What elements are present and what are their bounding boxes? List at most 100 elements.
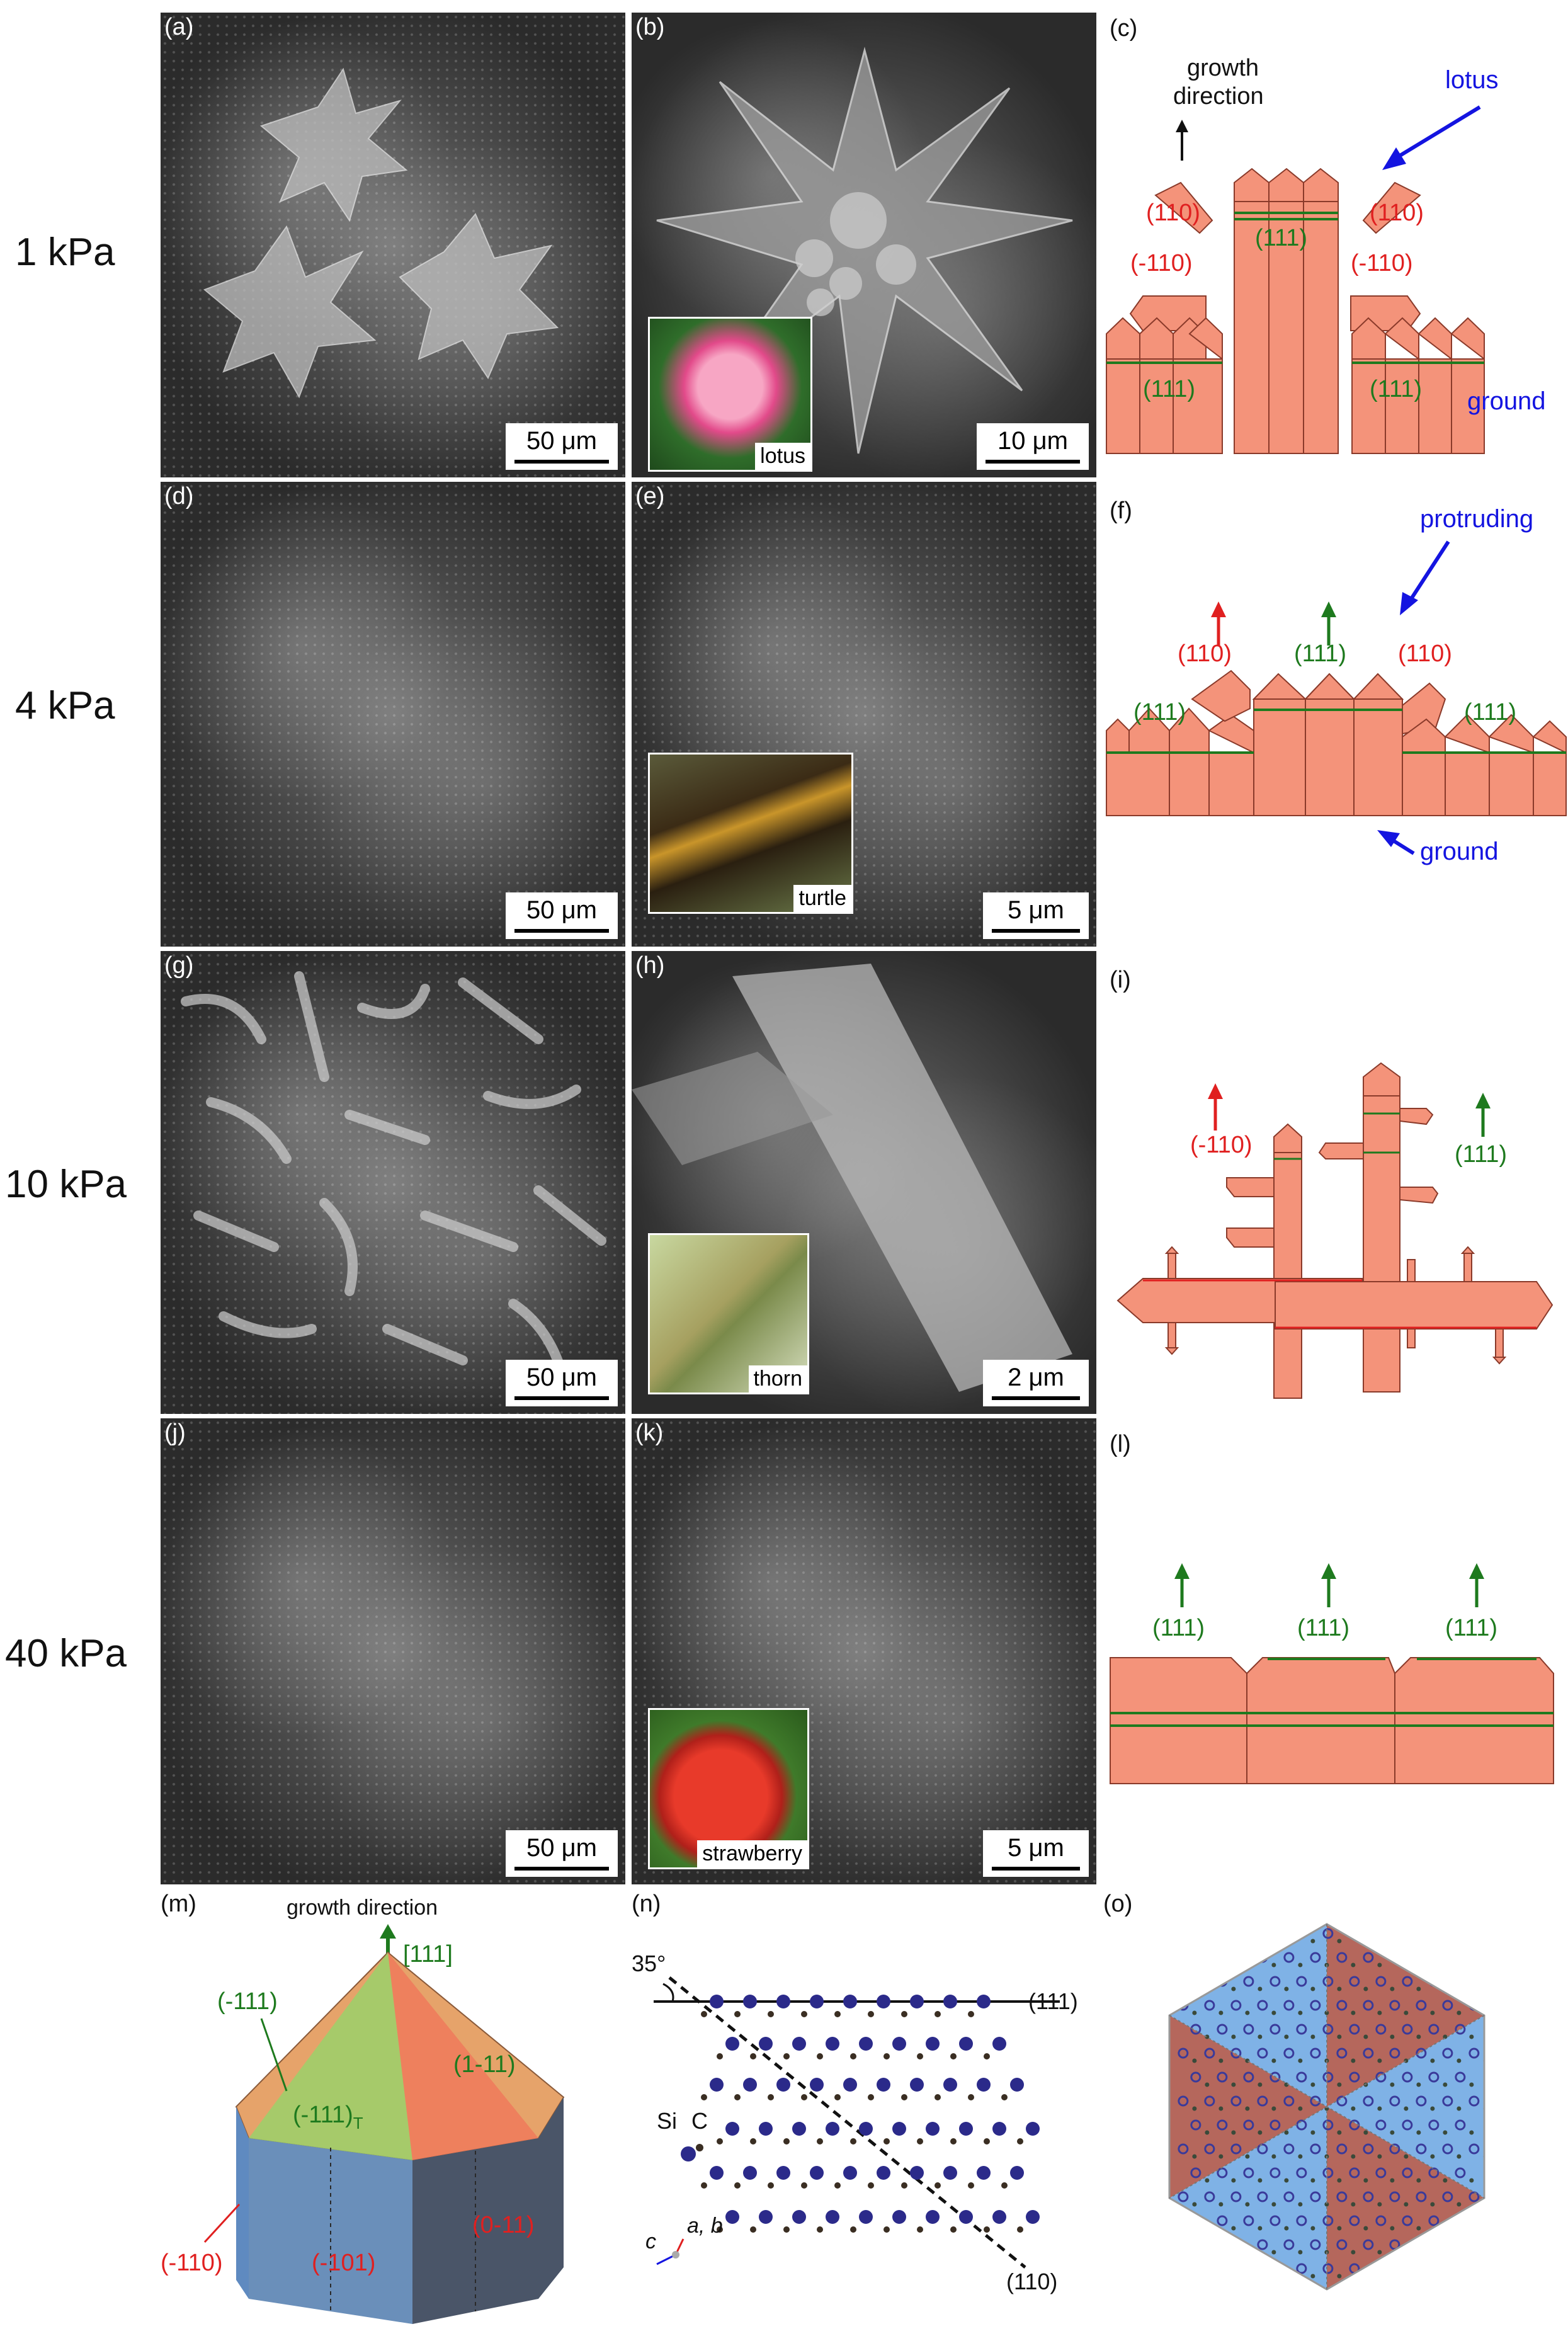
hex-si-atom [1416, 2000, 1427, 2011]
hex-c-atom [1205, 1939, 1210, 1944]
hex-si-atom [1296, 2024, 1307, 2035]
hex-si-atom [1389, 1952, 1400, 1963]
hex-si-atom [1257, 2191, 1268, 2202]
hex-si-atom [1428, 2024, 1440, 2035]
hex-c-atom [1271, 1962, 1276, 1968]
rods-graphic [181, 971, 606, 1384]
hex-si-atom [1243, 2167, 1254, 2179]
hex-c-atom [1390, 1986, 1395, 1991]
hex-c-atom [1258, 2274, 1263, 2279]
hex-si-atom [1416, 2191, 1427, 2202]
hex-si-atom [1375, 2071, 1387, 2083]
hex-si-atom [1336, 2095, 1348, 2107]
direction-label-111: [111] [403, 1941, 453, 1968]
hex-c-atom [1310, 1986, 1315, 1991]
hex-c-atom [1245, 2202, 1250, 2207]
c-atom [968, 2011, 974, 2017]
hex-c-atom [1324, 2202, 1329, 2207]
hex-si-atom [1469, 2239, 1480, 2250]
hex-c-atom [1443, 2082, 1448, 2087]
hex-c-atom [1219, 2106, 1224, 2111]
hex-si-atom [1455, 2119, 1466, 2131]
hex-c-atom [1430, 2010, 1435, 2015]
hex-si-atom [1270, 2024, 1281, 2035]
hex-c-atom [1298, 2106, 1303, 2111]
panel-label-d: (d) [164, 483, 194, 510]
hex-si-atom [1296, 1976, 1307, 1987]
hex-si-atom [1296, 2071, 1307, 2083]
hex-c-atom [1351, 2010, 1356, 2015]
protruding-arrow [1406, 540, 1450, 606]
scale-bar-j-label: 50 μm [526, 1834, 597, 1862]
hex-c-atom [1219, 2010, 1224, 2015]
hex-c-atom [1404, 2106, 1409, 2111]
hex-si-atom [1455, 2215, 1466, 2226]
facet-label-l-111-2: (111) [1297, 1615, 1349, 1641]
hex-si-atom [1428, 2119, 1440, 2131]
c-atom [768, 2182, 774, 2189]
hex-c-atom [1205, 2226, 1210, 2231]
hex-si-atom [1442, 2143, 1453, 2155]
hex-si-atom [1257, 2000, 1268, 2011]
hex-c-atom [1337, 1986, 1342, 1991]
hex-si-atom [1217, 2119, 1228, 2131]
hex-si-atom [1243, 2263, 1254, 2274]
crystal-outline-i [1116, 1062, 1554, 1399]
hex-c-atom [1404, 2202, 1409, 2207]
hex-si-atom [1204, 2095, 1215, 2107]
hex-c-atom [1298, 2202, 1303, 2207]
si-atom [859, 2037, 873, 2051]
si-atom [1010, 2078, 1024, 2092]
hex-si-atom [1190, 2119, 1202, 2131]
scale-bar-b-label: 10 μm [997, 427, 1068, 455]
hex-si-atom [1310, 2191, 1321, 2202]
hex-c-atom [1377, 2010, 1382, 2015]
growth-direction-m: growth direction [287, 1896, 438, 1920]
hex-si-atom [1270, 1928, 1281, 1939]
si-atom [992, 2122, 1006, 2136]
hex-si-atom [1217, 2071, 1228, 2083]
hex-si-atom [1283, 2191, 1295, 2202]
hex-si-atom [1469, 2095, 1480, 2107]
scale-bar-h-label: 2 μm [1008, 1364, 1064, 1391]
c-atom [984, 2138, 990, 2144]
protruding-label: protruding [1420, 505, 1533, 533]
hex-si-atom [1455, 1976, 1466, 1987]
facet-label-i-111: (111) [1455, 1141, 1507, 1168]
axis-ab-label: a, b [687, 2214, 723, 2238]
hex-si-atom [1322, 2215, 1334, 2226]
si-atom [725, 2122, 739, 2136]
hex-c-atom [1245, 2106, 1250, 2111]
pressure-label-40kpa: 40 kPa [5, 1632, 127, 1675]
scale-bar-k-label: 5 μm [1008, 1834, 1064, 1862]
si-atom [810, 1995, 824, 2008]
hex-si-atom [1322, 1928, 1334, 1939]
hex-c-atom [1377, 2106, 1382, 2111]
panel-label-f: (f) [1110, 498, 1132, 524]
hex-si-atom [1270, 1976, 1281, 1987]
si-atom [877, 2166, 890, 2180]
hex-c-atom [1298, 2010, 1303, 2015]
legend-c-atom [696, 2144, 703, 2151]
facet-label-c-110-right: (110) [1370, 200, 1424, 226]
hex-c-atom [1231, 2034, 1236, 2039]
prism-face-right [412, 2097, 564, 2324]
hex-c-atom [1469, 2226, 1474, 2231]
hex-c-atom [1443, 2178, 1448, 2183]
hex-c-atom [1416, 2226, 1421, 2231]
sem-image-k: (k) strawberry 5 μm [632, 1418, 1096, 1884]
c-atom [801, 2094, 807, 2100]
si-atom [943, 2166, 957, 2180]
hex-c-atom [1430, 2202, 1435, 2207]
hex-c-atom [1351, 1962, 1356, 1968]
hex-si-atom [1375, 2119, 1387, 2131]
hex-si-atom [1428, 2071, 1440, 2083]
c-atom [901, 2182, 907, 2189]
hex-si-atom [1322, 2071, 1334, 2083]
si-atom [943, 1995, 957, 2008]
hex-si-atom [1178, 2048, 1189, 2059]
hex-si-atom [1416, 2048, 1427, 2059]
hex-c-atom [1205, 2034, 1210, 2039]
si-atom [843, 2078, 857, 2092]
hex-si-atom [1178, 2143, 1189, 2155]
